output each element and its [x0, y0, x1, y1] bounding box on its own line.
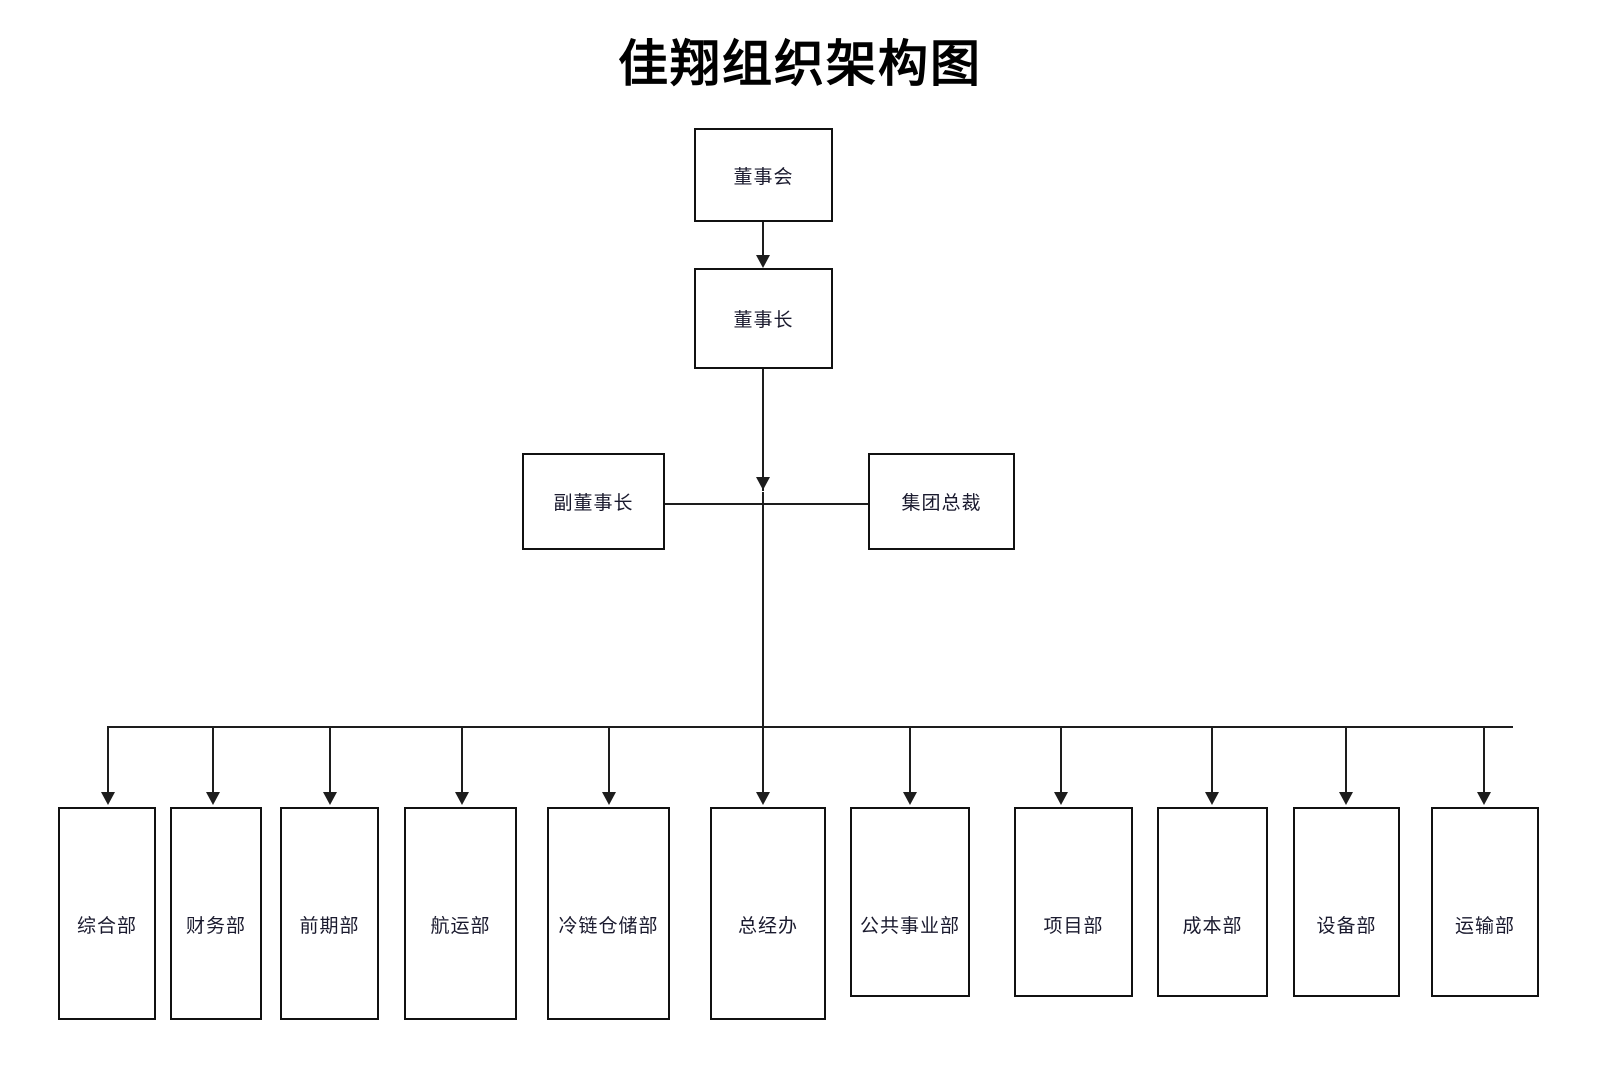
- connector-drop-5: [608, 726, 610, 794]
- node-department-11[interactable]: 运输部: [1431, 807, 1539, 997]
- node-department-5[interactable]: 冷链仓储部: [547, 807, 670, 1020]
- node-department-5-label: 冷链仓储部: [558, 916, 659, 937]
- connector-trunk-lower: [762, 492, 764, 728]
- connector-drop-4: [461, 726, 463, 794]
- node-department-4[interactable]: 航运部: [404, 807, 517, 1020]
- node-department-10[interactable]: 设备部: [1293, 807, 1400, 997]
- connector-drop-7: [909, 726, 911, 794]
- arrowhead-dept-6: [756, 792, 770, 805]
- node-department-6[interactable]: 总经办: [710, 807, 826, 1020]
- connector-drop-2: [212, 726, 214, 794]
- node-group-president-label: 集团总裁: [901, 493, 982, 514]
- node-department-3[interactable]: 前期部: [280, 807, 379, 1020]
- arrowhead-dept-5: [602, 792, 616, 805]
- node-department-11-label: 运输部: [1454, 916, 1515, 937]
- connector-drop-11: [1483, 726, 1485, 794]
- connector-drop-1: [107, 726, 109, 794]
- connector-chairman-trunk: [762, 369, 764, 491]
- connector-department-bus: [107, 726, 1513, 728]
- node-board-label: 董事会: [733, 166, 794, 188]
- connector-drop-8: [1060, 726, 1062, 794]
- arrowhead-dept-1: [101, 792, 115, 805]
- node-department-7[interactable]: 公共事业部: [850, 807, 970, 997]
- arrowhead-dept-10: [1339, 792, 1353, 805]
- arrowhead-dept-8: [1054, 792, 1068, 805]
- node-vice-chairman[interactable]: 副董事长: [522, 453, 665, 550]
- arrowhead-dept-7: [903, 792, 917, 805]
- node-department-1[interactable]: 综合部: [58, 807, 156, 1020]
- arrowhead-dept-2: [206, 792, 220, 805]
- connector-drop-6: [762, 726, 764, 794]
- connector-vice-chairman-link: [665, 503, 763, 505]
- arrowhead-mid-level: [756, 477, 770, 490]
- node-vice-chairman-label: 副董事长: [553, 493, 634, 514]
- node-department-9-label: 成本部: [1182, 916, 1243, 937]
- node-chairman[interactable]: 董事长: [694, 268, 833, 369]
- arrowhead-dept-11: [1477, 792, 1491, 805]
- node-board[interactable]: 董事会: [694, 128, 833, 222]
- node-department-4-label: 航运部: [430, 916, 491, 937]
- connector-drop-9: [1211, 726, 1213, 794]
- connector-drop-3: [329, 726, 331, 794]
- node-department-10-label: 设备部: [1316, 916, 1377, 937]
- node-department-7-label: 公共事业部: [859, 916, 960, 937]
- arrowhead-dept-4: [455, 792, 469, 805]
- node-department-1-label: 综合部: [76, 916, 137, 937]
- arrowhead-chairman: [756, 255, 770, 268]
- node-group-president[interactable]: 集团总裁: [868, 453, 1015, 550]
- arrowhead-dept-9: [1205, 792, 1219, 805]
- node-department-8[interactable]: 项目部: [1014, 807, 1133, 997]
- connector-group-president-link: [762, 503, 869, 505]
- node-department-8-label: 项目部: [1043, 916, 1104, 937]
- node-department-6-label: 总经办: [737, 916, 798, 937]
- arrowhead-dept-3: [323, 792, 337, 805]
- node-department-2-label: 财务部: [185, 916, 246, 937]
- node-chairman-label: 董事长: [733, 310, 794, 331]
- node-department-3-label: 前期部: [299, 916, 360, 937]
- connector-board-to-chairman: [762, 222, 764, 256]
- node-department-2[interactable]: 财务部: [170, 807, 262, 1020]
- node-department-9[interactable]: 成本部: [1157, 807, 1268, 997]
- page-title: 佳翔组织架构图: [618, 36, 982, 92]
- connector-drop-10: [1345, 726, 1347, 794]
